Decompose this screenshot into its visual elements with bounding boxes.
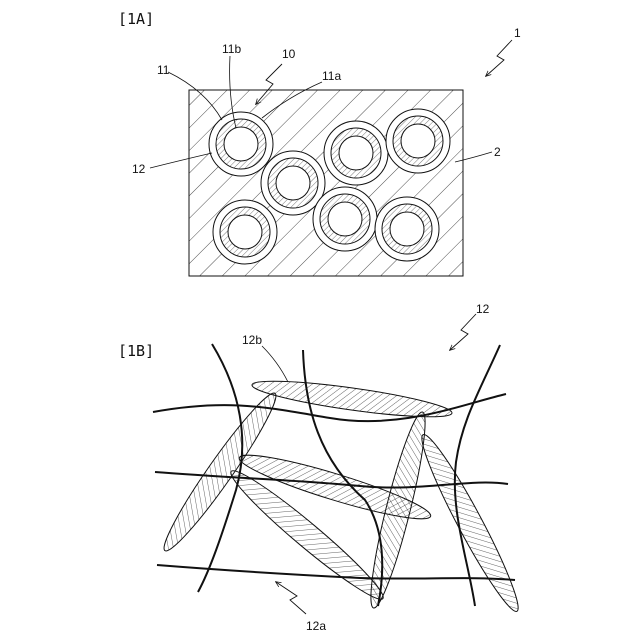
ref-fiber-outer: 11a xyxy=(322,69,341,83)
ref-coating-1b: 12 xyxy=(476,302,490,316)
fiber-unit-5 xyxy=(213,200,277,264)
particles xyxy=(155,374,527,617)
fiber-unit-4 xyxy=(386,109,450,173)
ref-fiber-inner: 11b xyxy=(222,42,241,56)
ref-fibril: 12a xyxy=(306,619,326,633)
fiber-unit-6 xyxy=(313,187,377,251)
figure-1b: [1B] 12 12b 12a xyxy=(118,302,528,633)
ref-matrix: 2 xyxy=(494,145,501,159)
ref-coating: 12 xyxy=(132,162,146,176)
fiber-unit-3 xyxy=(324,121,388,185)
figure-1b-label: [1B] xyxy=(118,342,154,360)
figure-1a: [1A] xyxy=(118,10,521,276)
figure-1a-label: [1A] xyxy=(118,10,154,28)
fiber-unit-7 xyxy=(375,197,439,261)
arrow-ref-1 xyxy=(486,40,512,76)
ref-particle: 12b xyxy=(242,333,262,347)
arrow-ref-12 xyxy=(450,314,476,350)
particle-6 xyxy=(412,429,527,617)
fiber-unit-1 xyxy=(209,112,273,176)
ref-unit: 10 xyxy=(282,47,296,61)
leader-lines-1b xyxy=(262,346,288,382)
arrow-ref-12a xyxy=(276,582,306,614)
ref-fiber: 11 xyxy=(157,63,170,77)
fiber-unit-2 xyxy=(261,151,325,215)
ref-assembly: 1 xyxy=(514,26,521,40)
